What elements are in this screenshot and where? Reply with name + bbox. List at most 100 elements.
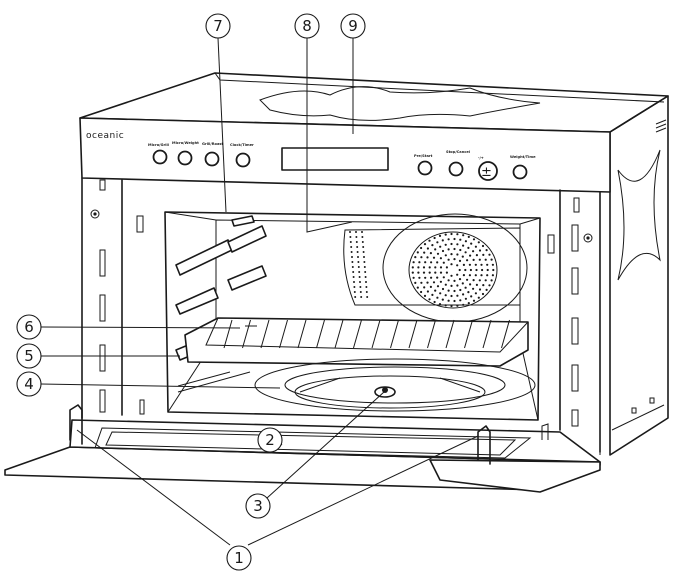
fan-hole bbox=[472, 287, 475, 290]
fan-hole bbox=[444, 304, 447, 307]
fan-hole bbox=[428, 239, 431, 242]
fan-hole bbox=[424, 276, 427, 279]
right-frame-slots bbox=[547, 197, 580, 427]
button-right-1[interactable] bbox=[417, 160, 433, 176]
fan-hole bbox=[416, 251, 419, 254]
button-left-3[interactable] bbox=[204, 151, 220, 167]
dial-symbol-icon: ± bbox=[481, 165, 492, 180]
turntable bbox=[177, 358, 536, 412]
fan-hole bbox=[485, 249, 488, 252]
fan-hole bbox=[412, 261, 415, 264]
fan-hole bbox=[412, 276, 415, 279]
fan-hole bbox=[450, 232, 453, 236]
fan-hole bbox=[434, 289, 437, 292]
callout-4-label: 4 bbox=[24, 375, 34, 393]
leader-lines bbox=[40, 37, 479, 546]
fan-hole bbox=[417, 266, 420, 269]
fan-hole bbox=[422, 271, 426, 274]
callout-bubble-8: 8 bbox=[294, 13, 320, 39]
fan-hole bbox=[442, 276, 445, 279]
fan-hole bbox=[428, 271, 431, 274]
fan-hole bbox=[428, 266, 431, 269]
rack-bar bbox=[223, 319, 233, 349]
fan-hole bbox=[466, 278, 469, 281]
callout-bubble-3: 3 bbox=[245, 493, 271, 519]
label-right-3: -/+ bbox=[478, 156, 484, 160]
button-right-4[interactable] bbox=[512, 164, 528, 180]
fan-hole bbox=[447, 279, 450, 282]
button-right-2[interactable] bbox=[448, 161, 464, 177]
fan-hole bbox=[464, 268, 467, 272]
rack-bar bbox=[260, 319, 270, 349]
vent-hole bbox=[361, 241, 364, 243]
vent-hole bbox=[350, 246, 353, 248]
fan-hole bbox=[470, 295, 473, 298]
fan-hole bbox=[450, 263, 453, 266]
fan-hole bbox=[447, 248, 450, 251]
fan-hole bbox=[453, 299, 456, 303]
fan-hole bbox=[453, 247, 456, 251]
vent-hole bbox=[363, 261, 366, 263]
fan-hole bbox=[462, 303, 465, 306]
fan-hole bbox=[411, 266, 414, 269]
vent-hole bbox=[361, 236, 364, 238]
fan-hole bbox=[480, 274, 483, 277]
dial-plus-minus[interactable] bbox=[478, 161, 498, 181]
callout-9-label: 9 bbox=[348, 17, 358, 35]
fan-hole bbox=[436, 296, 439, 299]
grill-rack bbox=[184, 317, 529, 367]
fan-hole bbox=[459, 299, 462, 302]
vent-hole bbox=[364, 271, 367, 273]
callout-2-label: 2 bbox=[265, 431, 275, 449]
fan-hole bbox=[447, 299, 450, 302]
control-panel: oceanic Micro/Grill Micro/Weight Grill/R… bbox=[86, 131, 536, 181]
label-right-2: Stop/Cancel bbox=[446, 150, 470, 154]
callout-bubble-9: 9 bbox=[340, 13, 366, 39]
fan-hole bbox=[438, 303, 442, 306]
callout-bubble-5: 5 bbox=[16, 343, 42, 369]
callout-bubble-4: 4 bbox=[16, 371, 42, 397]
vent-hole bbox=[365, 281, 367, 283]
fan-hole bbox=[478, 258, 481, 261]
vent-hole bbox=[349, 236, 352, 238]
button-left-1[interactable] bbox=[152, 149, 168, 165]
callout-bubble-2: 2 bbox=[257, 427, 283, 453]
fan-hole bbox=[423, 294, 427, 297]
fan-hole bbox=[464, 240, 467, 243]
fan-hole bbox=[450, 253, 453, 256]
fan-hole bbox=[453, 289, 456, 293]
fan-hole bbox=[459, 288, 462, 292]
fan-hole bbox=[481, 244, 485, 248]
fan-hole bbox=[488, 284, 491, 287]
fan-hole bbox=[430, 261, 433, 264]
button-left-2[interactable] bbox=[177, 150, 193, 166]
fan-hole bbox=[434, 266, 437, 269]
fan-hole bbox=[418, 276, 421, 279]
fan-hole bbox=[420, 256, 423, 259]
fan-hole bbox=[472, 299, 476, 302]
callout-bubble-1: 1 bbox=[226, 545, 252, 571]
fan-hole bbox=[466, 259, 469, 262]
fan-hole bbox=[432, 281, 436, 284]
fan-hole bbox=[453, 279, 456, 282]
fan-hole bbox=[439, 266, 443, 269]
vent-hole bbox=[366, 296, 369, 298]
rack-bar bbox=[242, 319, 251, 349]
fan-hole bbox=[439, 257, 442, 260]
button-left-4[interactable] bbox=[235, 152, 251, 168]
fan-hole bbox=[438, 234, 442, 237]
rack-bar bbox=[464, 319, 473, 349]
vent-hole bbox=[351, 256, 353, 258]
rack-bar bbox=[408, 319, 418, 349]
fan-hole bbox=[436, 276, 439, 279]
vent-hole bbox=[363, 266, 366, 268]
fan-hole bbox=[426, 281, 429, 284]
left-frame-slots bbox=[99, 179, 145, 415]
fan-hole bbox=[416, 286, 419, 289]
fan-hole bbox=[444, 283, 447, 286]
fan-hole bbox=[450, 294, 453, 298]
fan-hole bbox=[467, 235, 470, 238]
fan-hole bbox=[456, 294, 459, 297]
fan-hole bbox=[475, 254, 478, 257]
